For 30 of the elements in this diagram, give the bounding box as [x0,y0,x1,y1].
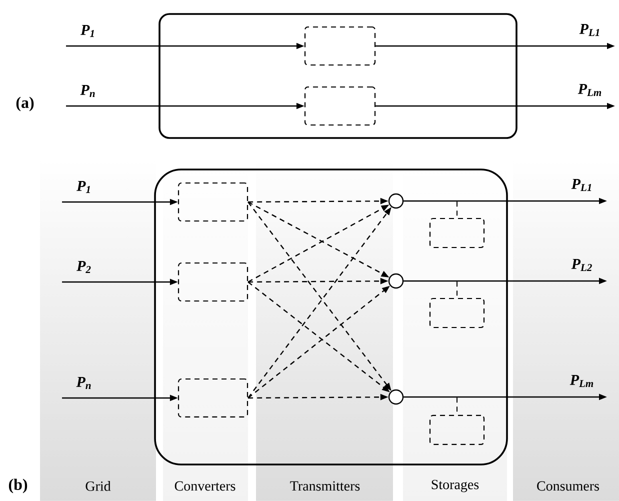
edge-label: P$_{1}$ [80,25,94,37]
column-label: Transmitters [290,481,360,491]
edge-label: P$_{L2}$ [571,259,592,271]
edge-label: P$_{L1}$ [571,179,592,191]
dashed-box [429,414,485,446]
panel-label: (b) [8,478,28,494]
edge-label: P$_{n}$ [76,377,91,389]
edge-label: P$_{2}$ [76,261,91,273]
dashed-box [178,182,248,222]
edge-label: P$_{L1}$ [579,24,600,36]
junction-circle [388,273,404,289]
edge-label: P$_{n}$ [80,85,95,97]
junction-circle [388,389,404,405]
dashed-box [178,262,248,302]
system-box [158,13,518,139]
edge-label: P$_{Lm}$ [570,375,594,387]
column-label: Consumers [537,481,599,491]
panel-label: (a) [16,96,34,112]
junction-circle [388,193,404,209]
edge-label: P$_{1}$ [76,181,90,193]
edge-label: P$_{Lm}$ [578,84,602,96]
dashed-box [429,298,485,328]
column-label: Converters [174,481,236,491]
dashed-box [429,218,485,248]
system-box [154,168,508,466]
column-label: Grid [86,481,111,491]
dashed-box [304,26,376,66]
dashed-box [178,378,248,418]
column-label: Storages [432,480,479,492]
dashed-box [304,86,376,126]
